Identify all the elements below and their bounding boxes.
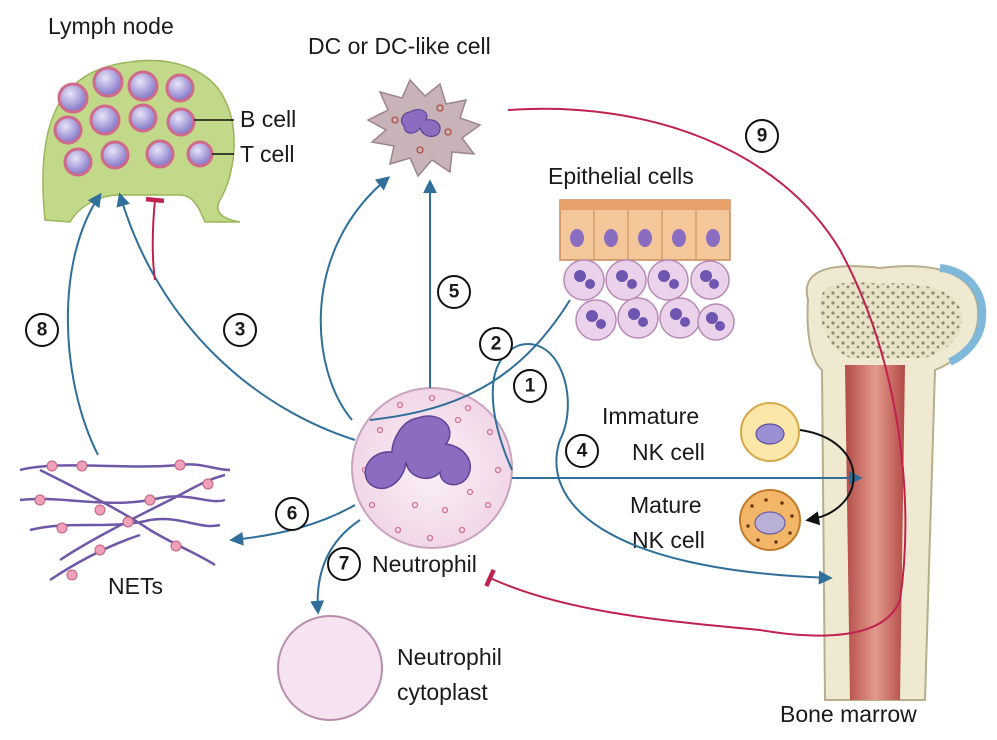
dc-label: DC or DC-like cell [308, 33, 491, 59]
neutrophil-label: Neutrophil [372, 551, 477, 577]
step-markers: 1 2 3 4 5 6 7 8 9 [25, 119, 779, 581]
red-lines [145, 107, 907, 637]
cytoplast-label-2: cytoplast [397, 679, 488, 705]
svg-text:1: 1 [525, 376, 536, 397]
step-9: 9 [745, 119, 779, 153]
svg-text:5: 5 [449, 282, 460, 303]
svg-text:2: 2 [491, 334, 502, 355]
step-7: 7 [327, 547, 361, 581]
mature-nk-label-1: Mature [630, 492, 702, 518]
svg-text:9: 9 [757, 126, 768, 147]
epithelial-cells [559, 199, 735, 341]
arrow-7-to-cytoplast [310, 519, 361, 615]
line-9-dc-to-bone [484, 107, 907, 637]
epithelial-label: Epithelial cells [548, 163, 694, 189]
step-3: 3 [223, 313, 257, 347]
cytoplast-label-1: Neutrophil [397, 644, 502, 670]
arrow-3-to-lymph-node [116, 192, 356, 441]
nets-label: NETs [108, 573, 163, 599]
step-4: 4 [565, 434, 599, 468]
t-cell-label: T cell [240, 141, 295, 167]
step-2: 2 [479, 327, 513, 361]
immature-nk-label-2: NK cell [632, 439, 705, 465]
dendritic-cell [366, 78, 482, 178]
arrow-to-dc [319, 176, 391, 421]
lymph-node [42, 59, 241, 223]
svg-text:4: 4 [577, 441, 588, 462]
arrow-2-to-epithelium [369, 299, 571, 421]
lymph-node-label: Lymph node [48, 13, 174, 39]
immature-nk-label-1: Immature [602, 403, 699, 429]
step-1: 1 [513, 369, 547, 403]
nets [19, 459, 231, 582]
blue-arrows [66, 176, 863, 615]
bone-marrow-label: Bone marrow [780, 701, 917, 727]
svg-text:8: 8 [37, 320, 48, 341]
svg-text:7: 7 [339, 554, 350, 575]
step-8: 8 [25, 313, 59, 347]
svg-text:3: 3 [235, 320, 246, 341]
step-5: 5 [437, 275, 471, 309]
neutrophil-cytoplast [277, 615, 383, 721]
mature-nk-cell [739, 489, 801, 551]
inhibit-lymph-node [145, 196, 165, 281]
nk-maturation-arrow [799, 429, 855, 526]
lymph-cells [53, 66, 214, 177]
neutrophil-cell [351, 387, 513, 549]
arrow-1-to-bone [491, 342, 833, 585]
immature-nk-cell [740, 402, 800, 462]
arrow-8-to-lymph-node [66, 192, 102, 456]
b-cell-label: B cell [240, 106, 296, 132]
svg-text:6: 6 [287, 504, 298, 525]
step-6: 6 [275, 497, 309, 531]
